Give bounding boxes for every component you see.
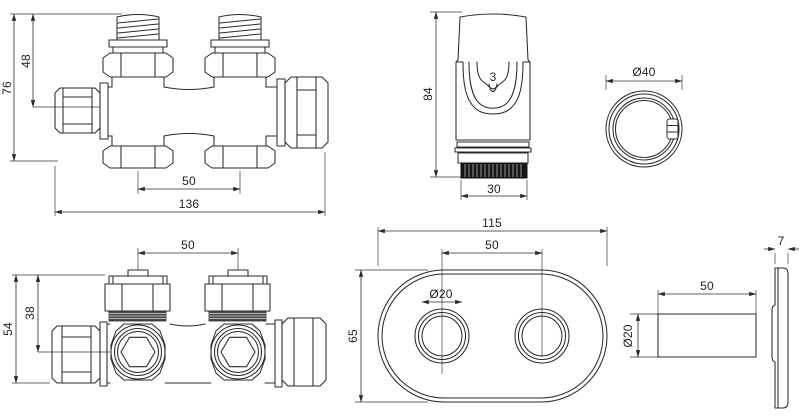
- dim-rosette-hole-spacing: 50: [485, 238, 499, 252]
- dim-valve-width-overall: 136: [178, 197, 200, 211]
- dim-sleeve-diameter: Ø20: [621, 324, 635, 348]
- dim-head-height: 84: [421, 87, 435, 101]
- dim-valve2-spacing: 50: [181, 238, 195, 252]
- dim-plate-thickness: 7: [777, 234, 785, 248]
- dim-rosette-height: 65: [346, 329, 360, 343]
- dim-rosette-hole-diameter: Ø20: [429, 287, 453, 301]
- rosette-front-view: [355, 227, 608, 403]
- valve-cap-right: [204, 269, 271, 322]
- head-scale-setting: 3: [489, 70, 497, 84]
- dim-sleeve-length: 50: [700, 279, 714, 293]
- dim-head-base-width: 30: [487, 182, 501, 196]
- dim-valve-spacing: 50: [182, 174, 196, 188]
- valve-front-view: [10, 13, 329, 216]
- valve-port-left: [110, 323, 166, 381]
- rosette-side-view: [630, 246, 799, 409]
- dim-rosette-width: 115: [482, 216, 502, 230]
- thermostatic-head-view: [430, 11, 532, 200]
- dim-valve2-height-to-axis: 38: [23, 306, 37, 320]
- ring-clip-detail: [666, 118, 679, 140]
- dim-valve2-height-overall: 54: [1, 322, 15, 336]
- dim-head-diameter: Ø40: [632, 65, 656, 79]
- valve-cap-left: [104, 269, 171, 322]
- dim-valve-height-overall: 76: [0, 81, 14, 95]
- head-top-view: [605, 75, 683, 168]
- dim-valve-height-to-axis: 48: [19, 54, 33, 68]
- valve-bottom-view: [12, 248, 327, 388]
- valve-port-right: [210, 323, 266, 381]
